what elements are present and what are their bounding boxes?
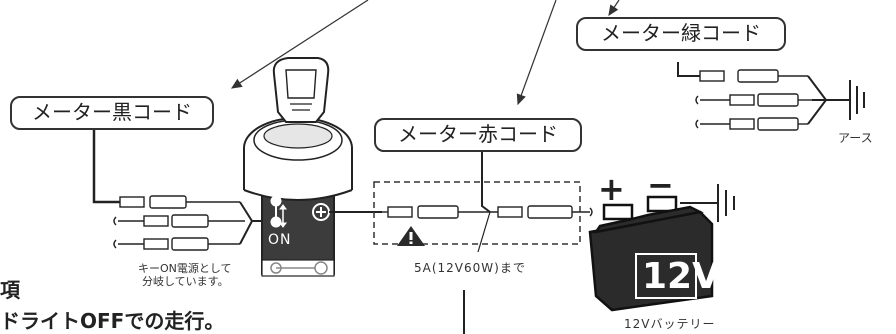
left-connector-middle — [113, 214, 245, 228]
right-connector-bottom — [695, 117, 808, 131]
battery-label: 12Vバッテリー — [624, 317, 716, 331]
fuse-connectors — [382, 205, 593, 219]
black-cord-label: メーター黒コード — [10, 96, 214, 130]
fuse-box-outline — [373, 181, 581, 245]
branch-note-line1: キーON電源として — [138, 262, 232, 275]
left-connector-top — [119, 195, 240, 209]
red-cord-wire — [481, 150, 491, 213]
red-cord-label: メーター赤コード — [374, 118, 582, 152]
ground-label: アース — [838, 131, 873, 145]
battery — [588, 195, 714, 312]
switch-off-label: OFF — [266, 172, 297, 188]
green-cord-label: メーター緑コード — [576, 17, 786, 51]
switch-on-label: ON — [268, 232, 292, 248]
black-cord-wire — [92, 128, 120, 204]
branch-note-line2: 分岐しています。 — [142, 275, 229, 288]
green-cord-wire — [677, 62, 700, 77]
meter-ground-symbol — [826, 80, 865, 120]
pointer-arrow-right — [608, 0, 620, 16]
fuse-lead-line — [477, 211, 491, 253]
right-connector-middle — [695, 93, 812, 107]
battery-voltage-text: 12V — [642, 256, 720, 297]
pointer-arrow-left — [230, 0, 369, 89]
heading-line1: 項 — [0, 278, 20, 302]
right-connector-top — [699, 69, 808, 83]
battery-minus-sign: − — [647, 166, 674, 204]
ignition-key — [272, 57, 330, 123]
battery-plus-sign: + — [598, 170, 625, 208]
switch-base-contacts — [270, 261, 328, 275]
left-connector-bottom — [113, 237, 240, 251]
heading-line2: ドライトOFFでの走行。 — [0, 309, 225, 333]
warning-icon — [397, 226, 425, 246]
key-switch — [243, 117, 353, 277]
battery-ground-symbol — [680, 184, 735, 222]
pointer-arrow-center — [516, 0, 557, 106]
switch-branch-wire — [239, 220, 253, 245]
fuse-note: 5A(12V60W)まで — [414, 261, 526, 275]
